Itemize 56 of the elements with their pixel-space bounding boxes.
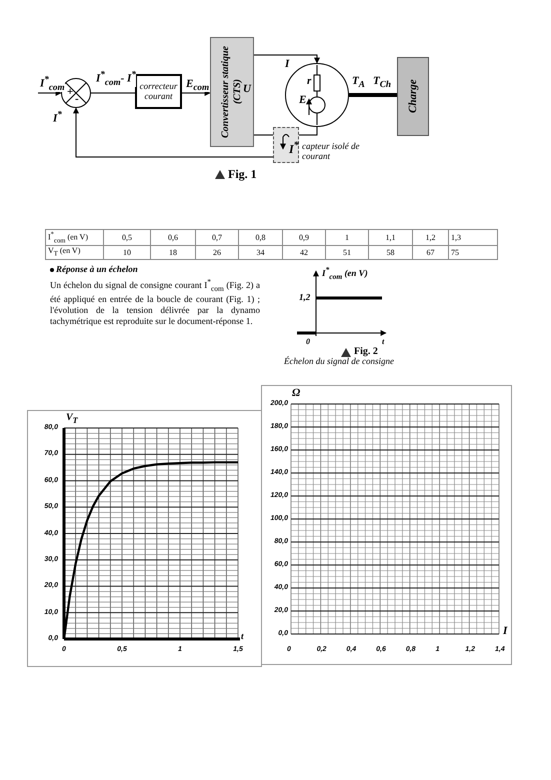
voltage-label: U: [243, 84, 251, 95]
axis-label: I$^{*}$$_{com}$ (en V): [322, 266, 368, 280]
table-cell: 34: [238, 246, 282, 260]
table-cell: 0,8: [238, 230, 282, 246]
table-cell: 51: [326, 246, 368, 260]
axis-label: I: [503, 626, 508, 637]
figure-caption: Fig. 2: [354, 347, 378, 357]
table-cell: 58: [368, 246, 412, 260]
figure-caption: Fig. 1: [228, 168, 257, 180]
table-cell: 18: [150, 246, 196, 260]
edge-label: I$^{*}$$_{com}$- I$^{*}$: [96, 70, 136, 88]
minus-sign: -: [75, 94, 79, 105]
tick-label: 1,2: [299, 293, 310, 302]
resistor-label: r: [307, 76, 312, 87]
table-cell: 1,1: [368, 230, 412, 246]
sensor-caption: capteur isolé de courant: [302, 141, 360, 162]
edge-label: I: [285, 59, 290, 70]
emf-label: E: [299, 95, 306, 106]
paragraph: Un échelon du signal de consigne courant I$^{*}$$_{com}$ (Fig. 2) a été appliqué en entrée de la boucle de courant (Fig. 1) ; l'évolution de la tension délivrée par la dynamo tachymétrique est reproduite sur le document-réponse 1.: [50, 276, 260, 327]
current-label: I$^{*}$: [289, 141, 299, 155]
connector-line: [254, 134, 274, 136]
table-cell: 0,5: [104, 230, 150, 246]
table-cell: 1,2: [412, 230, 448, 246]
table-cell: 1,3: [448, 230, 498, 246]
arrow: [38, 90, 62, 96]
table-cell: 0,7: [196, 230, 238, 246]
process-box: correcteur courant: [135, 74, 182, 109]
table-cell: 1: [326, 230, 368, 246]
plus-sign: +: [67, 87, 74, 98]
table-cell: 10: [104, 246, 150, 260]
table-cell: 0,9: [282, 230, 326, 246]
arrow: [182, 90, 211, 96]
edge-label: T$_{A}$: [352, 76, 365, 90]
current-sensor: [273, 127, 299, 163]
arrow: [73, 107, 274, 158]
tick-label: 0: [306, 338, 310, 346]
table-cell: 75: [448, 246, 498, 260]
connector-line: [90, 92, 136, 94]
connector-line: [349, 93, 397, 97]
figure-caption: Échelon du signal de consigne: [284, 357, 394, 366]
table-cell: I$^{*}$$_{com}$ (en V): [46, 230, 104, 246]
arrow: [254, 54, 320, 64]
table-cell: V$_{T}$ (en V): [46, 246, 104, 260]
torque-label: T$_{Ch}$: [373, 76, 391, 90]
table-cell: 67: [412, 246, 448, 260]
connector-line: [298, 126, 318, 136]
section-heading: Réponse à un échelon: [56, 265, 138, 274]
axis-label: t: [241, 632, 244, 641]
table-cell: 26: [196, 246, 238, 260]
edge-label: E$_{com}$: [186, 79, 210, 92]
load-block: Charge: [397, 57, 429, 136]
table-cell: 42: [282, 246, 326, 260]
axis-label: t: [382, 338, 384, 346]
axis-label: V$_{T}$: [66, 413, 78, 426]
table-cell: 0,6: [150, 230, 196, 246]
axis-label: Ω: [292, 388, 300, 399]
